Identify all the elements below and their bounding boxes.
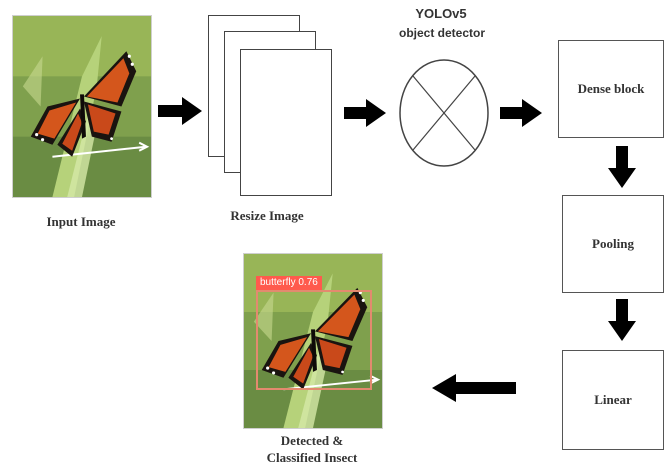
- input-image-label: Input Image: [20, 214, 142, 230]
- arrow-down-icon: [608, 146, 636, 188]
- arrow-left-icon: [432, 374, 516, 402]
- resize-sheet-front: [240, 49, 332, 196]
- yolo-title: YOLOv5: [398, 6, 484, 21]
- detection-label-tag: butterfly 0.76: [256, 276, 322, 290]
- dense-block-box: Dense block: [558, 40, 664, 138]
- yolo-detector-icon: [398, 58, 490, 168]
- detected-image-photo: butterfly 0.76: [243, 253, 383, 429]
- arrow-down-icon: [608, 299, 636, 341]
- input-image-photo: [12, 15, 152, 198]
- linear-box: Linear: [562, 350, 664, 450]
- detection-confidence: 0.76: [298, 277, 317, 288]
- detected-label-line1: Detected &: [250, 433, 374, 449]
- yolo-subtitle: object detector: [384, 26, 500, 40]
- pooling-box: Pooling: [562, 195, 664, 293]
- arrow-right-icon: [158, 97, 202, 125]
- detection-class: butterfly: [260, 277, 296, 288]
- resize-image-label: Resize Image: [212, 208, 322, 224]
- arrow-right-icon: [344, 99, 386, 127]
- arrow-right-icon: [500, 99, 542, 127]
- detected-label-line2: Classified Insect: [250, 450, 374, 466]
- detection-bounding-box: [256, 290, 372, 390]
